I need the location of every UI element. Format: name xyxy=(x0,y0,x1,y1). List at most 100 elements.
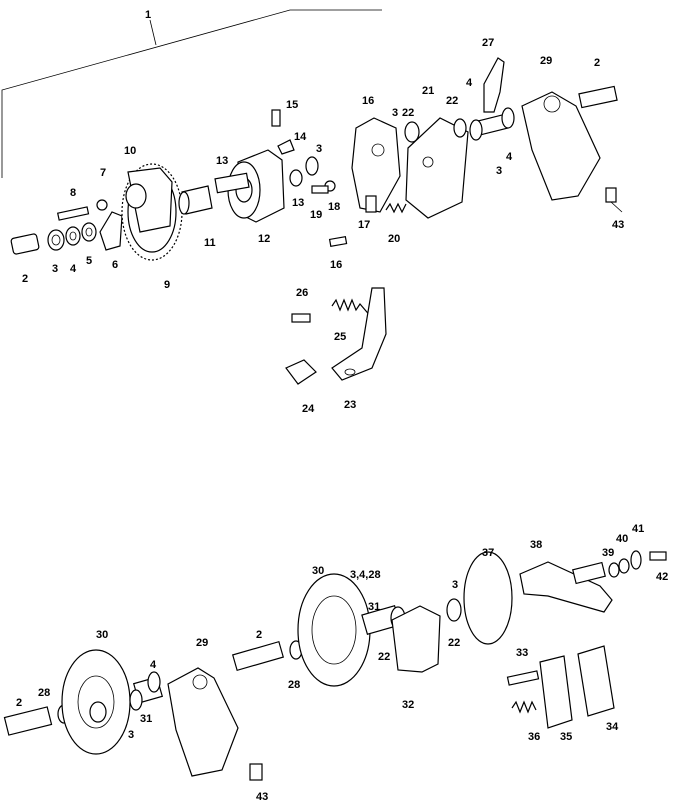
callout-28-left: 28 xyxy=(38,687,50,699)
callout-38: 38 xyxy=(530,539,542,551)
part-collar-22-right xyxy=(446,598,462,622)
callout-22-upper-a: 22 xyxy=(402,107,414,119)
callout-4-bottom: 4 xyxy=(150,659,157,671)
part-arm-38 xyxy=(519,561,613,613)
part-housing-29-top xyxy=(521,91,601,201)
part-spring-25 xyxy=(331,298,373,319)
callout-10: 10 xyxy=(124,145,136,157)
callout-16-lower: 16 xyxy=(330,259,342,271)
callout-20: 20 xyxy=(388,233,400,245)
part-washer-3-mid xyxy=(305,156,319,176)
part-washer-39 xyxy=(608,562,620,578)
callout-13-right: 13 xyxy=(292,197,304,209)
part-bolt-8 xyxy=(56,206,90,221)
part-housing-29-bottom xyxy=(167,667,239,777)
callout-41: 41 xyxy=(632,523,644,535)
part-bracket-plate-21 xyxy=(405,117,469,219)
part-spring-20 xyxy=(385,202,407,214)
part-nut-7 xyxy=(96,199,108,211)
part-bolt-43-bottom xyxy=(249,763,263,781)
part-shaft-13-left xyxy=(214,172,250,194)
callout-5: 5 xyxy=(86,255,92,267)
callout-22-upper-b: 22 xyxy=(446,95,458,107)
callout-22-right: 22 xyxy=(448,637,460,649)
callout-12: 12 xyxy=(258,233,270,245)
callout-33: 33 xyxy=(516,647,528,659)
callout-3-mid: 3 xyxy=(316,143,322,155)
part-bolt-26 xyxy=(291,313,311,323)
callout-3-bottom: 3 xyxy=(128,729,134,741)
callout-28-mid: 28 xyxy=(288,679,300,691)
callout-43-bottom: 43 xyxy=(256,791,268,803)
callout-24: 24 xyxy=(302,403,315,415)
part-lever-23 xyxy=(331,287,387,381)
part-washer-3-top xyxy=(47,229,65,251)
callout-30-center: 30 xyxy=(312,565,324,577)
part-washer-3-right xyxy=(469,119,483,141)
part-pawl-17 xyxy=(365,195,377,213)
callout-9: 9 xyxy=(164,279,170,291)
callout-40: 40 xyxy=(616,533,628,545)
callout-2-bottom-mid: 2 xyxy=(256,629,262,641)
part-washer-5-top xyxy=(81,222,97,242)
callout-3-top-left: 3 xyxy=(52,263,58,275)
callout-35: 35 xyxy=(560,731,572,743)
callout-7: 7 xyxy=(100,167,106,179)
callout-43-top: 43 xyxy=(612,219,624,231)
callout-4-right: 4 xyxy=(506,151,513,163)
assembly-bracket xyxy=(1,9,382,178)
part-washer-3-bottom xyxy=(129,689,143,711)
part-washer-41 xyxy=(630,550,642,570)
callout-2-top-right: 2 xyxy=(594,57,600,69)
callout-23: 23 xyxy=(344,399,356,411)
part-plate-6 xyxy=(99,211,123,251)
part-disc-37 xyxy=(463,551,513,645)
part-disc-30-center xyxy=(297,573,371,687)
callout-31-center: 31 xyxy=(368,601,380,613)
part-washer-4-right xyxy=(501,107,515,129)
part-washer-40 xyxy=(618,558,630,574)
part-disc-30-left xyxy=(61,649,131,755)
callout-34: 34 xyxy=(606,721,619,733)
callout-14: 14 xyxy=(294,131,307,143)
callout-18: 18 xyxy=(328,201,340,213)
callout-39: 39 xyxy=(602,547,614,559)
part-clip-14 xyxy=(277,139,295,155)
callout-22-center: 22 xyxy=(378,651,390,663)
part-bolt-43-top xyxy=(605,187,617,203)
callout-25: 25 xyxy=(334,331,346,343)
part-bushing-11 xyxy=(178,185,213,215)
part-washer-4-bottom xyxy=(147,671,161,693)
callout-29-bottom: 29 xyxy=(196,637,208,649)
part-pin-2-bottom-right xyxy=(572,561,606,585)
part-pin-2-bottom-mid xyxy=(231,640,285,672)
part-pin-16-lower xyxy=(328,235,348,248)
callout-15: 15 xyxy=(286,99,298,111)
callout-2-top-left: 2 xyxy=(22,273,28,285)
part-plate-35 xyxy=(539,655,573,729)
callout-3-upper: 3 xyxy=(392,107,398,119)
part-bolt-19 xyxy=(311,185,329,194)
callout-36: 36 xyxy=(528,731,540,743)
part-collar-22-top-b xyxy=(453,118,467,138)
part-ring-13-right xyxy=(289,169,303,187)
part-screw-15 xyxy=(271,109,281,127)
part-plate-34 xyxy=(577,645,615,717)
callout-29-top: 29 xyxy=(540,55,552,67)
part-bolt-42 xyxy=(649,551,667,561)
callout-19: 19 xyxy=(310,209,322,221)
callout-labels: 1 2 3 4 5 6 7 8 9 10 11 12 13 13 14 15 3… xyxy=(16,9,668,803)
callout-8: 8 xyxy=(70,187,76,199)
callout-1: 1 xyxy=(145,9,151,21)
callout-21: 21 xyxy=(422,85,434,97)
part-pin-2-topright xyxy=(578,85,618,109)
part-spring-36 xyxy=(511,700,537,714)
callout-31-left: 31 xyxy=(140,713,152,725)
callout-27: 27 xyxy=(482,37,494,49)
callout-17: 17 xyxy=(358,219,370,231)
part-pin-33 xyxy=(506,670,540,686)
part-pin-2-top xyxy=(10,233,40,255)
part-collar-22-top-a xyxy=(404,121,420,143)
bottom-assembly xyxy=(3,550,667,781)
